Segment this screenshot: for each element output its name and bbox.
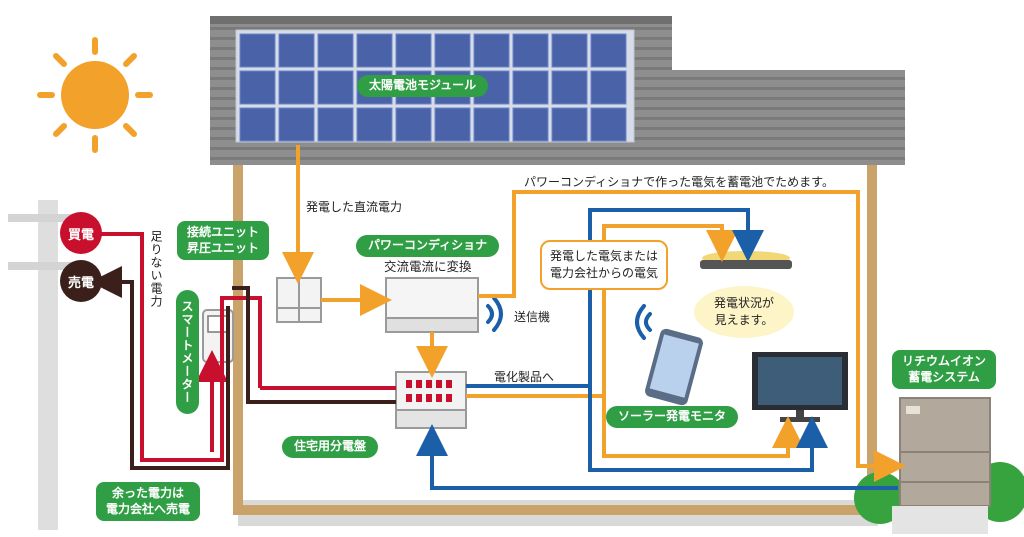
orange-flow-lines: [282, 145, 906, 482]
battery-system-label: リチウムイオン 蓄電システム: [892, 350, 997, 390]
solar-cell: [239, 33, 276, 68]
dc-power-label: 発電した直流電力: [306, 200, 403, 214]
solar-cell: [278, 107, 315, 142]
buy-power-line: [100, 232, 396, 462]
solar-monitor-label: ソーラー発電モニタ: [606, 406, 739, 428]
solar-cell: [278, 33, 315, 68]
solar-cell: [356, 33, 393, 68]
to-tv-blue-line: [588, 386, 828, 472]
solar-cell: [395, 33, 432, 68]
sun-icon: [37, 37, 153, 153]
utility-pole: [8, 200, 88, 530]
solar-cell: [239, 107, 276, 142]
connection-unit-box: [276, 277, 322, 323]
sell-power-badge: 売電: [60, 260, 102, 302]
blue-flow-lines: [416, 208, 898, 490]
solar-cell: [434, 107, 471, 142]
power-conditioner-label: パワーコンディショナ: [356, 235, 500, 257]
solar-cell: [317, 70, 354, 105]
wifi-icon: [486, 296, 503, 332]
solar-cell: [278, 70, 315, 105]
solar-cell: [590, 107, 627, 142]
connection-unit-label: 接続ユニット 昇圧ユニット: [177, 221, 270, 261]
solar-cell: [239, 70, 276, 105]
house-frame: [233, 160, 878, 526]
solar-panel: [235, 29, 635, 143]
solar-cell: [356, 107, 393, 142]
solar-cell: [317, 33, 354, 68]
solar-cell: [317, 107, 354, 142]
solar-cell: [551, 70, 588, 105]
solar-cell: [473, 33, 510, 68]
solar-cell: [590, 70, 627, 105]
battery-to-board-line: [416, 424, 898, 490]
shortage-label: 足りない電力: [149, 230, 163, 308]
solar-cell: [395, 107, 432, 142]
solar-module-label: 太陽電池モジュール: [357, 75, 489, 97]
to-light-orange-line: [466, 224, 738, 398]
smart-meter-label: スマートメーター: [176, 290, 199, 414]
solar-cell: [590, 33, 627, 68]
stored-note-label: パワーコンディショナで作った電気を蓄電池でためます。: [524, 175, 834, 189]
solar-cell: [512, 70, 549, 105]
tablet-icon: [645, 328, 703, 406]
to-light-blue-line: [466, 208, 764, 388]
ac-convert-label: 交流電流に変換: [384, 259, 472, 274]
solar-cell: [551, 107, 588, 142]
power-conditioner-box: [385, 277, 479, 333]
solar-cell: [512, 107, 549, 142]
solar-cell: [512, 33, 549, 68]
electricity-source-callout: 発電した電気または 電力会社からの電気: [540, 240, 669, 290]
battery-system-box: [854, 397, 1024, 534]
transmitter-label: 送信機: [514, 310, 551, 324]
solar-cell: [473, 107, 510, 142]
solar-cell: [434, 33, 471, 68]
ceiling-light-icon: [700, 251, 792, 269]
distribution-board-label: 住宅用分電盤: [282, 436, 379, 458]
status-visible-bubble: 発電状況が 見えます。: [694, 286, 794, 338]
tv-icon: [752, 352, 848, 422]
to-appliances-label: 電化製品へ: [494, 370, 555, 384]
to-tv-orange-line: [602, 396, 804, 458]
to-battery-line: [478, 190, 906, 482]
solar-cell: [551, 33, 588, 68]
sell-power-line: [106, 282, 396, 470]
tablet-wifi-icon: [635, 304, 652, 340]
buy-power-badge: 買電: [60, 212, 102, 254]
surplus-sale-label: 余った電力は 電力会社へ売電: [96, 482, 201, 522]
distribution-board-box: [395, 371, 467, 429]
